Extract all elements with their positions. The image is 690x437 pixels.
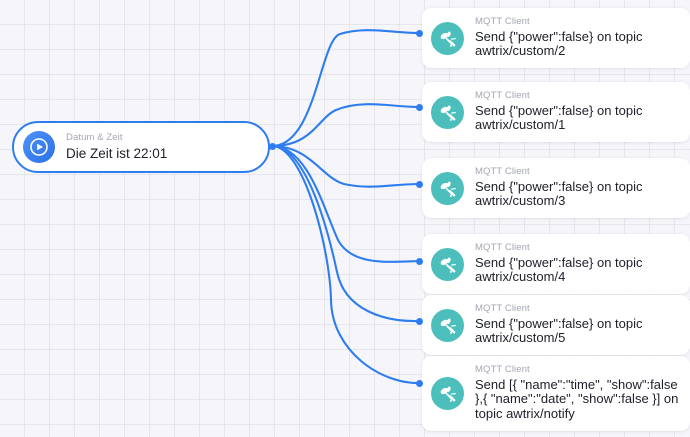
mqtt-card-title: Send {"power":false} on topic awtrix/cus… — [475, 315, 643, 346]
mosquitto-icon — [431, 308, 464, 342]
mqtt-card-6-input-port[interactable] — [416, 380, 423, 387]
mqtt-card-title: Send {"power":false} on topic awtrix/cus… — [475, 28, 643, 59]
trigger-node-kicker: Datum & Zeit — [66, 132, 123, 144]
mqtt-card-title: Send {"power":false} on topic awtrix/cus… — [475, 102, 643, 133]
mosquitto-icon — [431, 95, 464, 129]
edge-to-card-4 — [270, 144, 421, 263]
mqtt-card-kicker: MQTT Client — [475, 16, 530, 27]
mqtt-card-kicker: MQTT Client — [475, 364, 530, 375]
play-circle-icon — [23, 131, 55, 163]
mqtt-card-2[interactable]: MQTT Client Send {"power":false} on topi… — [422, 82, 690, 143]
mqtt-card-1-input-port[interactable] — [416, 30, 423, 37]
mqtt-card-kicker: MQTT Client — [475, 166, 530, 177]
mqtt-card-kicker: MQTT Client — [475, 242, 530, 253]
mqtt-card-text: MQTT Client Send {"power":false} on topi… — [475, 90, 680, 133]
mosquitto-icon — [431, 171, 464, 205]
mqtt-card-5-input-port[interactable] — [416, 318, 423, 325]
mqtt-card-3[interactable]: MQTT Client Send {"power":false} on topi… — [422, 158, 690, 219]
mqtt-card-2-input-port[interactable] — [416, 104, 423, 111]
mqtt-card-3-input-port[interactable] — [416, 181, 423, 188]
edge-to-card-5 — [270, 144, 421, 323]
mosquitto-icon — [431, 376, 464, 410]
mqtt-card-title: Send {"power":false} on topic awtrix/cus… — [475, 178, 643, 209]
edge-to-card-2 — [270, 103, 421, 148]
trigger-node-datum-zeit[interactable]: Datum & Zeit Die Zeit ist 22:01 — [12, 121, 270, 173]
mqtt-card-text: MQTT Client Send {"power":false} on topi… — [475, 303, 680, 346]
edge-to-card-3 — [270, 144, 421, 188]
mqtt-card-text: MQTT Client Send [{ "name":"time", "show… — [475, 364, 680, 422]
mqtt-card-text: MQTT Client Send {"power":false} on topi… — [475, 166, 680, 209]
mqtt-card-6[interactable]: MQTT Client Send [{ "name":"time", "show… — [422, 356, 690, 431]
mqtt-card-title: Send {"power":false} on topic awtrix/cus… — [475, 254, 643, 285]
mosquitto-icon — [431, 21, 464, 55]
mosquitto-icon — [431, 247, 464, 281]
mqtt-card-5[interactable]: MQTT Client Send {"power":false} on topi… — [422, 295, 690, 356]
mqtt-card-kicker: MQTT Client — [475, 90, 530, 101]
mqtt-card-4[interactable]: MQTT Client Send {"power":false} on topi… — [422, 234, 690, 295]
mqtt-card-1[interactable]: MQTT Client Send {"power":false} on topi… — [422, 8, 690, 69]
mqtt-card-text: MQTT Client Send {"power":false} on topi… — [475, 242, 680, 285]
trigger-node-text: Datum & Zeit Die Zeit ist 22:01 — [66, 132, 168, 161]
trigger-output-port[interactable] — [269, 143, 276, 150]
trigger-node-title: Die Zeit ist 22:01 — [66, 145, 168, 161]
edge-to-card-6 — [270, 144, 421, 385]
mqtt-card-text: MQTT Client Send {"power":false} on topi… — [475, 16, 680, 59]
mqtt-card-kicker: MQTT Client — [475, 303, 530, 314]
mqtt-card-4-input-port[interactable] — [416, 258, 423, 265]
edge-to-card-1 — [270, 29, 421, 148]
mqtt-card-title: Send [{ "name":"time", "show":false },{ … — [475, 376, 679, 422]
